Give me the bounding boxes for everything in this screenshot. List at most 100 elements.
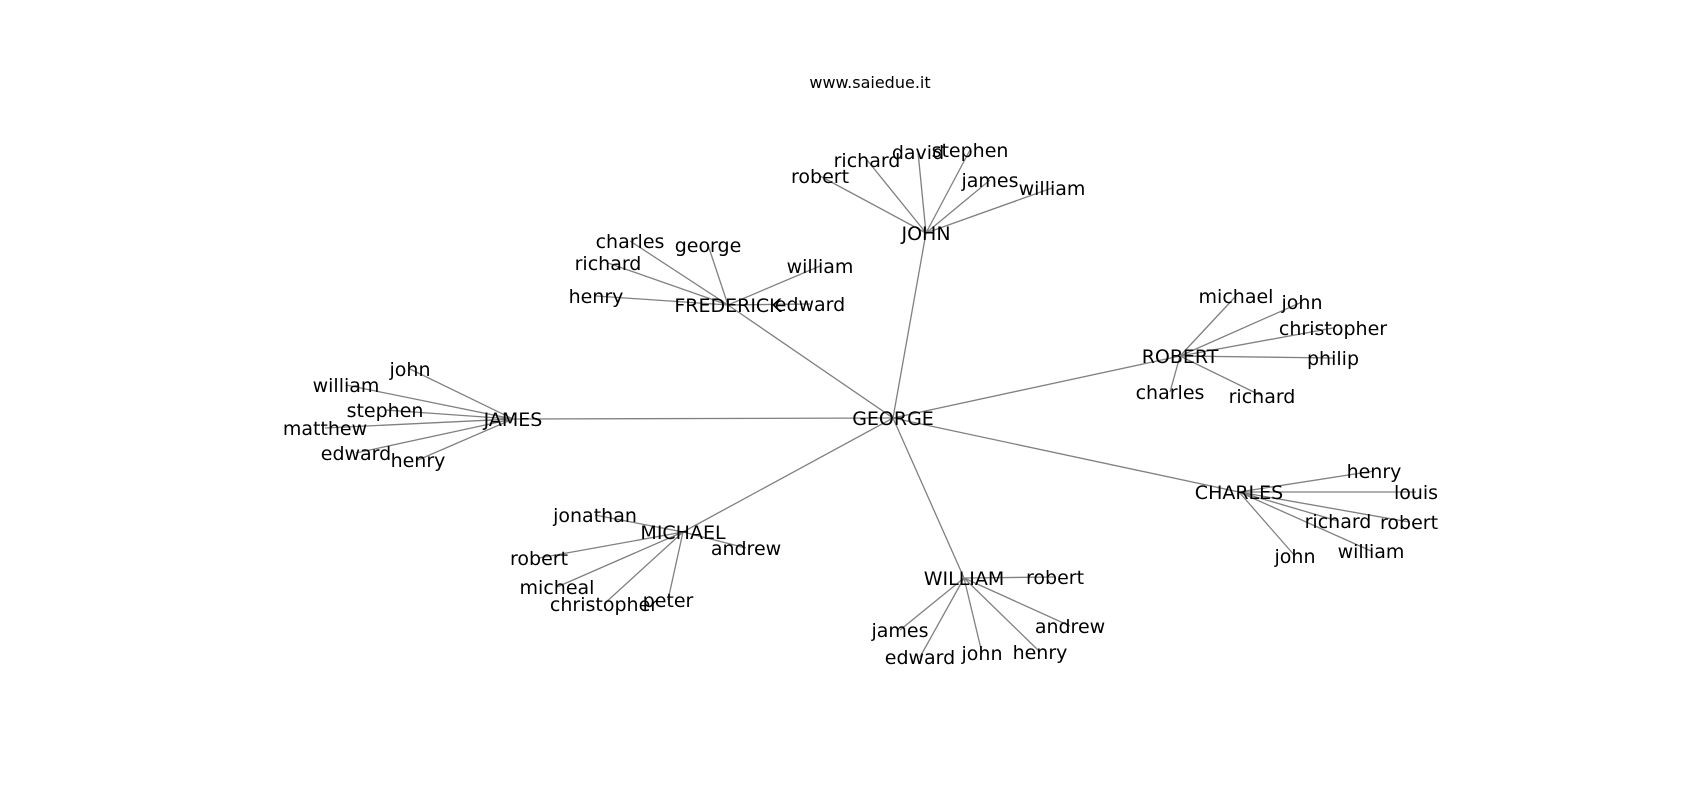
node-john-child-william: william xyxy=(1019,178,1086,200)
node-john-child-robert: robert xyxy=(791,166,849,188)
node-charles-child-richard: richard xyxy=(1305,511,1372,533)
edge-john-david xyxy=(917,151,927,234)
edge-george-william xyxy=(892,417,965,579)
edge-george-michael xyxy=(682,417,894,533)
node-michael-child-micheal: micheal xyxy=(520,577,595,599)
edge-michael-robert xyxy=(538,531,684,559)
node-hub-james: JAMES xyxy=(483,409,543,431)
node-michael-child-andrew: andrew xyxy=(711,538,781,560)
edge-john-richard xyxy=(866,159,927,234)
node-hub-robert: ROBERT xyxy=(1142,346,1219,368)
node-william-child-edward: edward xyxy=(885,647,955,669)
edge-william-john xyxy=(963,577,983,654)
edge-frederick-george xyxy=(707,244,729,306)
node-james-child-henry: henry xyxy=(391,450,446,472)
edge-robert-philip xyxy=(1179,355,1334,359)
edge-john-robert xyxy=(819,175,927,234)
node-charles-child-louis: louis xyxy=(1394,482,1438,504)
node-frederick-child-charles: charles xyxy=(596,231,665,253)
node-john-child-david: david xyxy=(892,142,944,164)
edge-frederick-richard xyxy=(607,262,729,306)
node-robert-child-christopher: christopher xyxy=(1279,318,1387,340)
node-john-child-james: james xyxy=(960,170,1018,192)
node-root-george: GEORGE xyxy=(852,408,934,430)
node-charles-child-robert: robert xyxy=(1380,512,1438,534)
node-robert-child-richard: richard xyxy=(1229,386,1296,408)
edge-john-william xyxy=(925,187,1053,234)
edge-william-robert xyxy=(963,576,1056,579)
edge-charles-richard xyxy=(1238,491,1339,522)
node-frederick-child-richard: richard xyxy=(575,253,642,275)
node-william-child-john: john xyxy=(961,643,1003,665)
edge-william-andrew xyxy=(963,577,1071,627)
edges-layer xyxy=(324,149,1416,658)
edge-john-james xyxy=(925,179,991,234)
edge-william-henry xyxy=(963,577,1041,653)
node-william-child-henry: henry xyxy=(1013,642,1068,664)
edge-frederick-henry xyxy=(595,295,729,306)
edge-michael-jonathan xyxy=(594,514,684,533)
node-james-child-matthew: matthew xyxy=(283,418,367,440)
edge-robert-richard xyxy=(1179,355,1263,397)
diagram-title: www.saiedue.it xyxy=(809,73,930,92)
edge-robert-christopher xyxy=(1179,327,1334,357)
node-william-child-andrew: andrew xyxy=(1035,616,1105,638)
edge-robert-john xyxy=(1179,301,1303,357)
edge-james-edward xyxy=(355,418,514,454)
nodes-layer: GEORGEJOHNrobertricharddavidstephenjames… xyxy=(283,140,1438,669)
edge-john-stephen xyxy=(925,149,971,234)
edge-frederick-charles xyxy=(629,240,729,306)
node-hub-charles: CHARLES xyxy=(1195,482,1283,504)
node-charles-child-john: john xyxy=(1274,546,1316,568)
node-william-child-james: james xyxy=(870,620,928,642)
node-william-child-robert: robert xyxy=(1026,567,1084,589)
node-hub-michael: MICHAEL xyxy=(640,522,726,544)
edge-robert-michael xyxy=(1179,295,1237,357)
node-frederick-child-edward: edward xyxy=(775,294,845,316)
edge-frederick-edward xyxy=(727,303,811,306)
edge-charles-william xyxy=(1238,491,1372,552)
node-john-child-stephen: stephen xyxy=(932,140,1009,162)
edge-james-william xyxy=(345,384,514,420)
edge-charles-john xyxy=(1238,491,1296,557)
edge-michael-micheal xyxy=(556,531,684,588)
node-john-child-richard: richard xyxy=(834,150,901,172)
edge-george-frederick xyxy=(727,304,894,419)
node-james-child-john: john xyxy=(389,359,431,381)
edge-william-james xyxy=(899,577,965,631)
node-michael-child-robert: robert xyxy=(510,548,568,570)
edge-james-matthew xyxy=(324,418,514,429)
node-frederick-child-henry: henry xyxy=(569,286,624,308)
node-frederick-child-william: william xyxy=(787,256,854,278)
edge-george-robert xyxy=(892,355,1181,419)
node-james-child-stephen: stephen xyxy=(347,400,424,422)
node-frederick-child-george: george xyxy=(675,235,742,257)
edge-george-charles xyxy=(892,417,1240,493)
edge-frederick-william xyxy=(727,265,821,306)
node-james-child-edward: edward xyxy=(321,443,391,465)
edge-james-stephen xyxy=(384,409,514,420)
edge-james-henry xyxy=(417,418,514,461)
edge-michael-christopher xyxy=(603,531,684,605)
node-hub-frederick: FREDERICK xyxy=(674,295,782,317)
edge-george-john xyxy=(892,232,927,419)
edge-george-james xyxy=(512,417,894,420)
edge-michael-peter xyxy=(667,531,684,601)
node-robert-child-john: john xyxy=(1281,292,1323,314)
node-michael-child-peter: peter xyxy=(643,590,694,612)
node-charles-child-william: william xyxy=(1338,541,1405,563)
edge-james-john xyxy=(409,368,514,420)
edge-charles-robert xyxy=(1238,491,1410,523)
node-hub-william: WILLIAM xyxy=(924,568,1005,590)
node-robert-child-philip: philip xyxy=(1307,348,1359,370)
node-hub-john: JOHN xyxy=(900,223,950,245)
node-charles-child-henry: henry xyxy=(1347,461,1402,483)
edge-michael-andrew xyxy=(682,531,747,549)
node-robert-child-michael: michael xyxy=(1199,286,1274,308)
edge-william-edward xyxy=(919,577,965,658)
node-michael-child-jonathan: jonathan xyxy=(552,505,637,527)
node-robert-child-charles: charles xyxy=(1136,382,1205,404)
node-michael-child-christopher: christopher xyxy=(550,594,658,616)
edge-robert-charles xyxy=(1169,355,1181,393)
